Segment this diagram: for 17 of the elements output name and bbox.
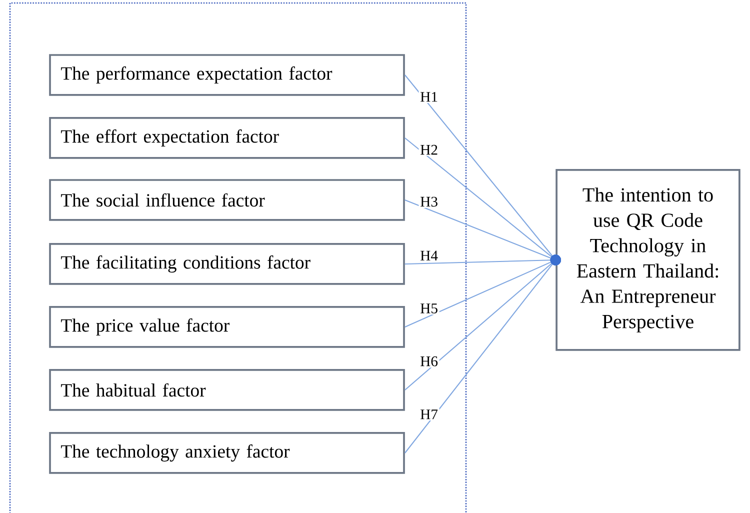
edge-label: H2 [418, 144, 440, 156]
outcome-box: The intention to use QR Code Technology in Eastern Thailand: An Entrepreneur Perspective [556, 169, 740, 351]
factor-box: The performance expectation factor [49, 54, 405, 96]
edge-label: H4 [418, 249, 440, 262]
edge-label: H1 [418, 90, 440, 103]
factor-box: The habitual factor [49, 369, 405, 411]
edge-label: H7 [418, 408, 440, 420]
edge-label: H6 [418, 355, 440, 368]
factor-box: The price value factor [49, 306, 405, 348]
factor-box: The facilitating conditions factor [49, 243, 405, 285]
factor-box: The social influence factor [49, 179, 405, 221]
factor-box: The technology anxiety factor [49, 432, 405, 474]
factor-box: The effort expectation factor [49, 117, 405, 159]
connector-line [404, 254, 561, 454]
edge-label: H3 [418, 195, 440, 208]
edge-label: H5 [418, 302, 440, 315]
group-frame [9, 2, 467, 513]
